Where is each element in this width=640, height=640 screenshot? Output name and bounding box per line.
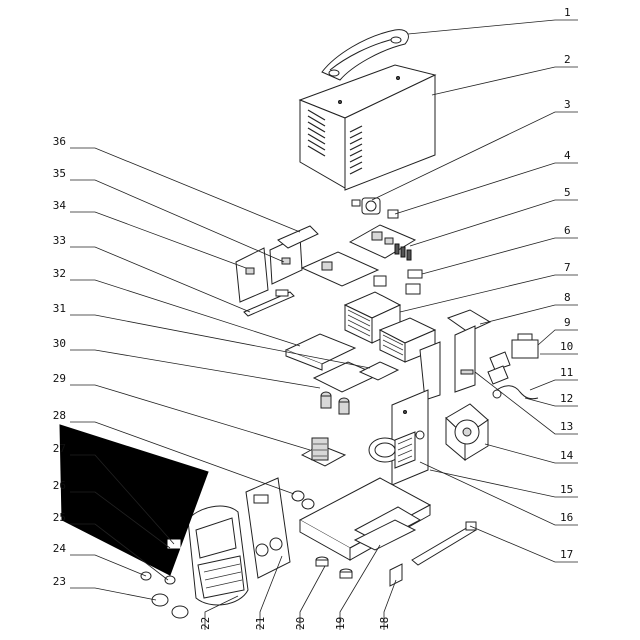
- part-front-bezel: [187, 505, 249, 606]
- part-cable-clip: [492, 385, 539, 400]
- callout-1: 1: [564, 6, 571, 19]
- part-mount-bracket: [419, 309, 492, 401]
- part-cooling-fan: [445, 403, 489, 462]
- part-feet: [315, 556, 353, 579]
- part-control-pcb: [348, 224, 417, 261]
- part-rail: [243, 289, 295, 317]
- callout-29: 29: [53, 372, 66, 385]
- callout-16: 16: [560, 511, 573, 524]
- callout-30: 30: [53, 337, 66, 350]
- callout-35: 35: [53, 167, 66, 180]
- part-connector-block: [405, 269, 423, 295]
- callout-9: 9: [564, 316, 571, 329]
- callout-5: 5: [564, 186, 571, 199]
- callout-2: 2: [564, 53, 571, 66]
- callout-10: 10: [560, 340, 573, 353]
- callout-26: 26: [53, 479, 66, 492]
- part-base-chassis: [298, 477, 432, 561]
- callout-17: 17: [560, 548, 573, 561]
- callout-34: 34: [53, 199, 67, 212]
- callout-12: 12: [560, 392, 573, 405]
- callout-32: 32: [53, 267, 66, 280]
- part-shadow-overlay: [59, 424, 209, 576]
- part-output-connectors: [151, 593, 189, 619]
- part-handle: [321, 29, 409, 81]
- callout-3: 3: [564, 98, 571, 111]
- part-side-bracket: [235, 225, 319, 303]
- callout-11: 11: [560, 366, 573, 379]
- callout-6: 6: [564, 224, 571, 237]
- callout-14: 14: [560, 449, 574, 462]
- callout-21: 21: [254, 617, 267, 630]
- part-relay: [511, 333, 539, 359]
- callout-8: 8: [564, 291, 571, 304]
- part-small-fan: [351, 197, 399, 219]
- callout-31: 31: [53, 302, 66, 315]
- callout-33: 33: [53, 234, 66, 247]
- callout-23: 23: [53, 575, 66, 588]
- callout-24: 24: [53, 542, 67, 555]
- part-main-transformer: [368, 431, 416, 469]
- leader-lines: [70, 19, 578, 630]
- callout-28: 28: [53, 409, 66, 422]
- part-switch: [389, 563, 403, 587]
- callout-18: 18: [378, 617, 391, 630]
- callout-13: 13: [560, 420, 573, 433]
- callout-22: 22: [199, 617, 212, 630]
- part-cover: [298, 64, 437, 191]
- cover-vents-right: [349, 125, 363, 175]
- part-panel-knobs: [291, 490, 315, 510]
- part-clips: [487, 351, 511, 385]
- callout-15: 15: [560, 483, 573, 496]
- callout-4: 4: [564, 149, 571, 162]
- callout-20: 20: [294, 617, 307, 630]
- callout-27: 27: [53, 442, 66, 455]
- part-main-board: [284, 333, 357, 371]
- part-strap: [411, 521, 477, 566]
- callout-25: 25: [53, 511, 66, 524]
- callout-7: 7: [564, 261, 571, 274]
- part-front-plate: [245, 477, 291, 579]
- part-heatsink-upper: [343, 291, 402, 344]
- part-drive-board: [300, 251, 387, 287]
- callout-labels: 1 2 3 4 5 6 7 8 9 10 11 12 13 14 15 16 1…: [53, 6, 574, 630]
- callout-19: 19: [334, 617, 347, 630]
- part-heatsink-lower: [378, 317, 437, 363]
- cover-vents-left: [307, 109, 326, 157]
- callout-36: 36: [53, 135, 66, 148]
- part-small-board: [358, 361, 400, 381]
- part-inductor: [300, 437, 347, 467]
